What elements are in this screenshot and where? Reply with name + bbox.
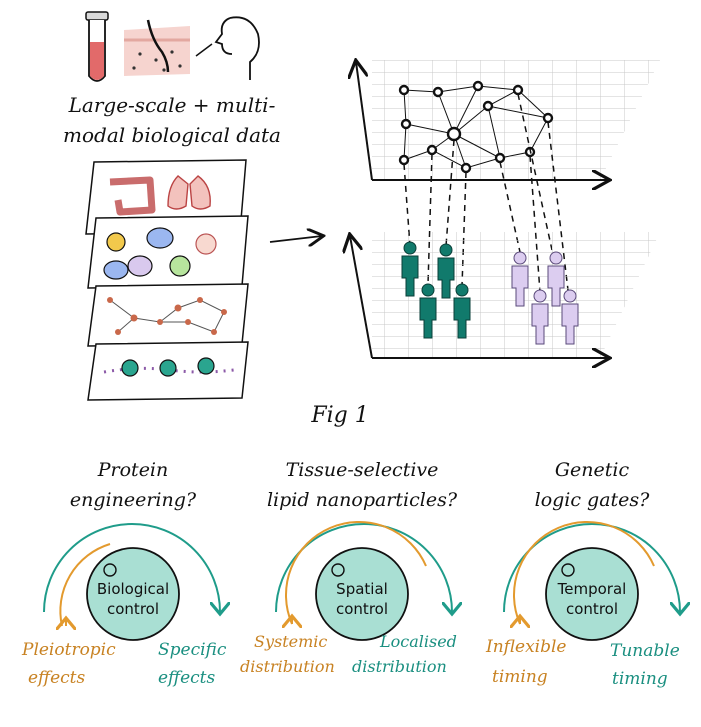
nucleosome-icon [159,359,177,377]
figure-label: Fig 1 [310,403,368,428]
left-label-3-line1: Inflexible [485,637,566,657]
population-plane [350,232,660,358]
right-label-2-line2: distribution [352,657,447,676]
cell-icon [195,233,217,255]
cell-icon [146,227,174,249]
control-1-line2: control [107,600,159,618]
question-3-line2: logic gates? [535,489,651,511]
control-3-line1: Temporal [557,580,627,598]
question-2-line1: Tissue-selective [286,459,439,481]
question-1-line1: Protein [97,459,169,481]
right-label-1-line2: effects [158,668,216,688]
network-layer [87,283,249,347]
control-2-line1: Spatial [336,580,388,598]
cell-icon [169,255,191,277]
question-3-line1: Genetic [555,459,630,481]
question-1-line2: engineering? [70,489,197,511]
neuron-cell-icon [106,232,126,252]
colon-icon [109,176,156,216]
cell-icon [103,260,129,280]
right-label-3-line1: Tunable [610,641,680,661]
person-icons-dark [401,241,471,339]
nucleosome-icon [121,359,139,377]
mapping-arrow [269,236,322,242]
knob-indicator [103,563,117,577]
control-2-line2: control [336,600,388,618]
knob-indicator [561,563,575,577]
cell-icon [127,255,153,277]
person-icons-light [511,251,579,345]
spatial-control-dial [275,521,452,641]
lungs-icon [167,175,211,210]
test-tube-icon [85,11,109,82]
chromatin-layer [87,341,249,401]
skin-tissue-icon [124,19,190,76]
left-label-1-line2: effects [28,668,86,688]
biological-control-dial [43,523,220,641]
left-label-2-line2: distribution [240,657,335,676]
data-caption-line2: modal biological data [63,123,281,147]
left-label-1-line1: Pleiotropic [21,640,116,660]
left-label-2-line1: Systemic [254,632,327,651]
nucleosome-icon [197,357,215,375]
right-label-1-line1: Specific [158,640,227,660]
temporal-control-dial [503,521,680,641]
control-1-line1: Biological [97,580,169,598]
cell-layer [87,215,249,289]
right-label-2-line1: Localised [379,632,457,651]
right-label-3-line2: timing [612,669,668,689]
left-label-3-line2: timing [492,667,548,687]
control-3-line2: control [566,600,618,618]
data-caption-line1: Large-scale + multi- [68,93,276,117]
face-profile-icon [195,16,260,80]
question-2-line2: lipid nanoparticles? [267,489,458,511]
network-plane [356,60,660,180]
knob-indicator [331,563,345,577]
